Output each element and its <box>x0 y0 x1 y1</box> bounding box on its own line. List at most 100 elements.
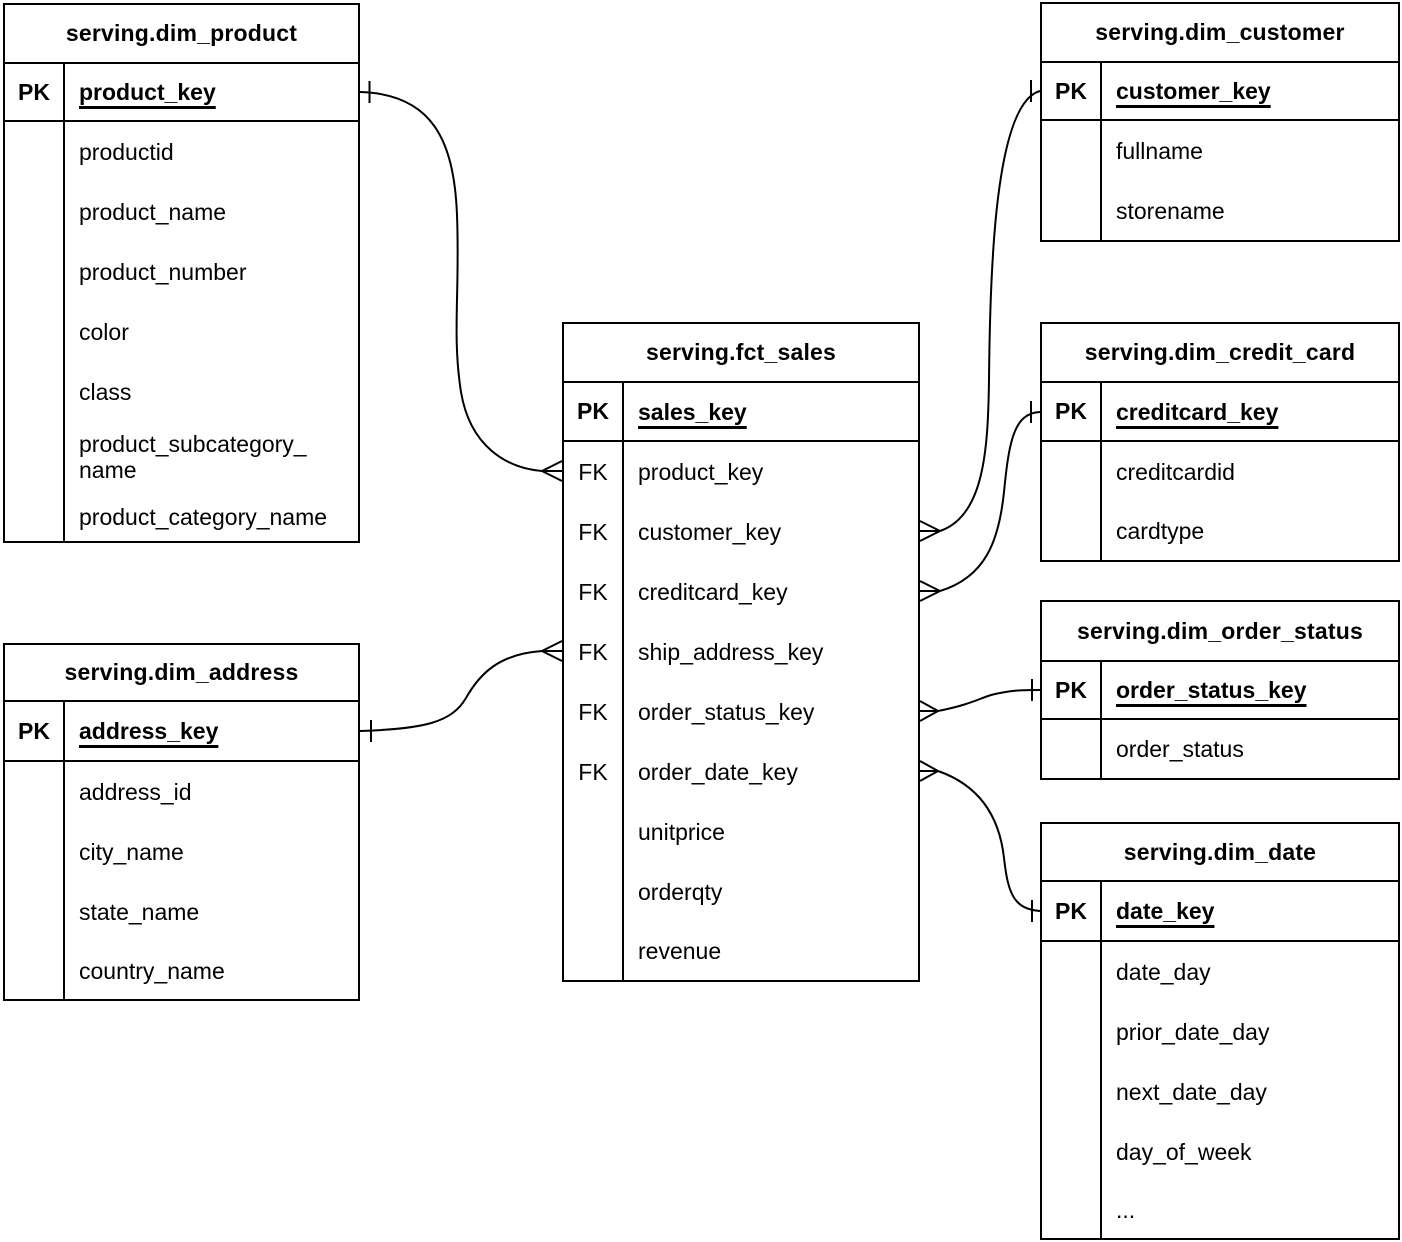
table-row: product_subcategory_ name <box>5 422 358 492</box>
table-row: address_id <box>5 762 358 822</box>
key-cell <box>5 242 65 302</box>
pk-field: product_key <box>79 79 216 105</box>
key-cell <box>1042 1002 1102 1062</box>
field-cell: order_status_key <box>638 699 815 725</box>
field-cell: creditcardid <box>1116 459 1235 485</box>
key-cell <box>5 762 65 822</box>
table-row-pk: PK sales_key <box>564 383 918 442</box>
field-cell: prior_date_day <box>1116 1019 1270 1045</box>
table-serving-dim-date: serving.dim_date PK date_key date_day pr… <box>1040 822 1400 1240</box>
table-row: color <box>5 302 358 362</box>
table-serving-dim-credit-card: serving.dim_credit_card PK creditcard_ke… <box>1040 322 1400 562</box>
field-cell: productid <box>79 139 174 165</box>
table-row: date_day <box>1042 942 1398 1002</box>
key-cell <box>5 422 65 492</box>
field-cell: unitprice <box>638 819 725 845</box>
table-row: class <box>5 362 358 422</box>
field-cell: order_date_key <box>638 759 798 785</box>
pk-badge: PK <box>5 702 65 760</box>
table-row-pk: PK date_key <box>1042 882 1398 942</box>
table-row: state_name <box>5 882 358 942</box>
table-row: city_name <box>5 822 358 882</box>
table-row: cardtype <box>1042 502 1398 560</box>
field-cell: orderqty <box>638 879 723 905</box>
field-cell: ... <box>1116 1197 1136 1223</box>
field-cell: class <box>79 379 132 405</box>
key-cell <box>564 922 624 980</box>
fk-badge: FK <box>564 442 624 502</box>
field-cell: order_status <box>1116 736 1244 762</box>
key-cell <box>564 862 624 922</box>
crow-foot-address-icon <box>541 640 563 662</box>
key-cell <box>5 122 65 182</box>
key-cell <box>5 362 65 422</box>
relation-sales-creditcard-line <box>939 411 1041 592</box>
table-title: serving.dim_customer <box>1042 4 1398 63</box>
table-row: storename <box>1042 181 1398 240</box>
fk-badge: FK <box>564 682 624 742</box>
table-row: creditcardid <box>1042 442 1398 502</box>
key-cell <box>5 882 65 942</box>
table-row: day_of_week <box>1042 1122 1398 1182</box>
table-serving-dim-address: serving.dim_address PK address_key addre… <box>3 643 360 1001</box>
relation-address-sales-line <box>359 650 543 732</box>
table-row: unitprice <box>564 802 918 862</box>
field-cell: product_category_name <box>79 503 328 530</box>
table-row: product_name <box>5 182 358 242</box>
table-row: country_name <box>5 942 358 999</box>
fk-badge: FK <box>564 502 624 562</box>
key-cell <box>1042 1182 1102 1238</box>
pk-field: sales_key <box>638 398 747 425</box>
pk-field: creditcard_key <box>1116 398 1279 425</box>
crow-foot-orderstatus-icon <box>919 700 939 722</box>
field-cell: day_of_week <box>1116 1139 1252 1165</box>
field-cell: product_number <box>79 259 247 285</box>
table-row: product_number <box>5 242 358 302</box>
field-cell: storename <box>1116 197 1225 224</box>
key-cell <box>1042 720 1102 778</box>
table-title: serving.dim_credit_card <box>1042 324 1398 383</box>
key-cell <box>5 302 65 362</box>
pk-badge: PK <box>1042 63 1102 119</box>
key-cell <box>1042 942 1102 1002</box>
table-row-pk: PK creditcard_key <box>1042 383 1398 442</box>
pk-badge: PK <box>5 64 65 120</box>
field-cell: customer_key <box>638 519 782 545</box>
pk-badge: PK <box>564 383 624 440</box>
field-cell: creditcard_key <box>638 579 788 605</box>
table-row: next_date_day <box>1042 1062 1398 1122</box>
key-cell <box>564 802 624 862</box>
table-row: fullname <box>1042 121 1398 181</box>
table-title: serving.dim_product <box>5 5 358 64</box>
field-cell: ship_address_key <box>638 639 824 665</box>
table-row-pk: PK address_key <box>5 702 358 762</box>
pk-field: order_status_key <box>1116 677 1307 703</box>
key-cell <box>1042 1062 1102 1122</box>
relation-sales-date-line <box>937 770 1041 912</box>
table-serving-dim-customer: serving.dim_customer PK customer_key ful… <box>1040 2 1400 242</box>
pk-field: date_key <box>1116 898 1215 924</box>
key-cell <box>1042 1122 1102 1182</box>
table-row: product_category_name <box>5 492 358 541</box>
key-cell <box>5 182 65 242</box>
pk-badge: PK <box>1042 383 1102 440</box>
key-cell <box>1042 502 1102 560</box>
field-cell: color <box>79 319 129 345</box>
field-cell: product_key <box>638 459 764 485</box>
table-row: FK order_status_key <box>564 682 918 742</box>
key-cell <box>5 822 65 882</box>
table-title: serving.dim_address <box>5 645 358 702</box>
crow-foot-date-icon <box>919 760 939 782</box>
table-title: serving.dim_order_status <box>1042 602 1398 662</box>
field-cell: date_day <box>1116 959 1211 985</box>
table-row: prior_date_day <box>1042 1002 1398 1062</box>
field-cell: revenue <box>638 938 722 964</box>
key-cell <box>5 492 65 541</box>
table-row: revenue <box>564 922 918 980</box>
table-row: ... <box>1042 1182 1398 1238</box>
table-row: orderqty <box>564 862 918 922</box>
table-serving-dim-order-status: serving.dim_order_status PK order_status… <box>1040 600 1400 780</box>
fk-badge: FK <box>564 622 624 682</box>
